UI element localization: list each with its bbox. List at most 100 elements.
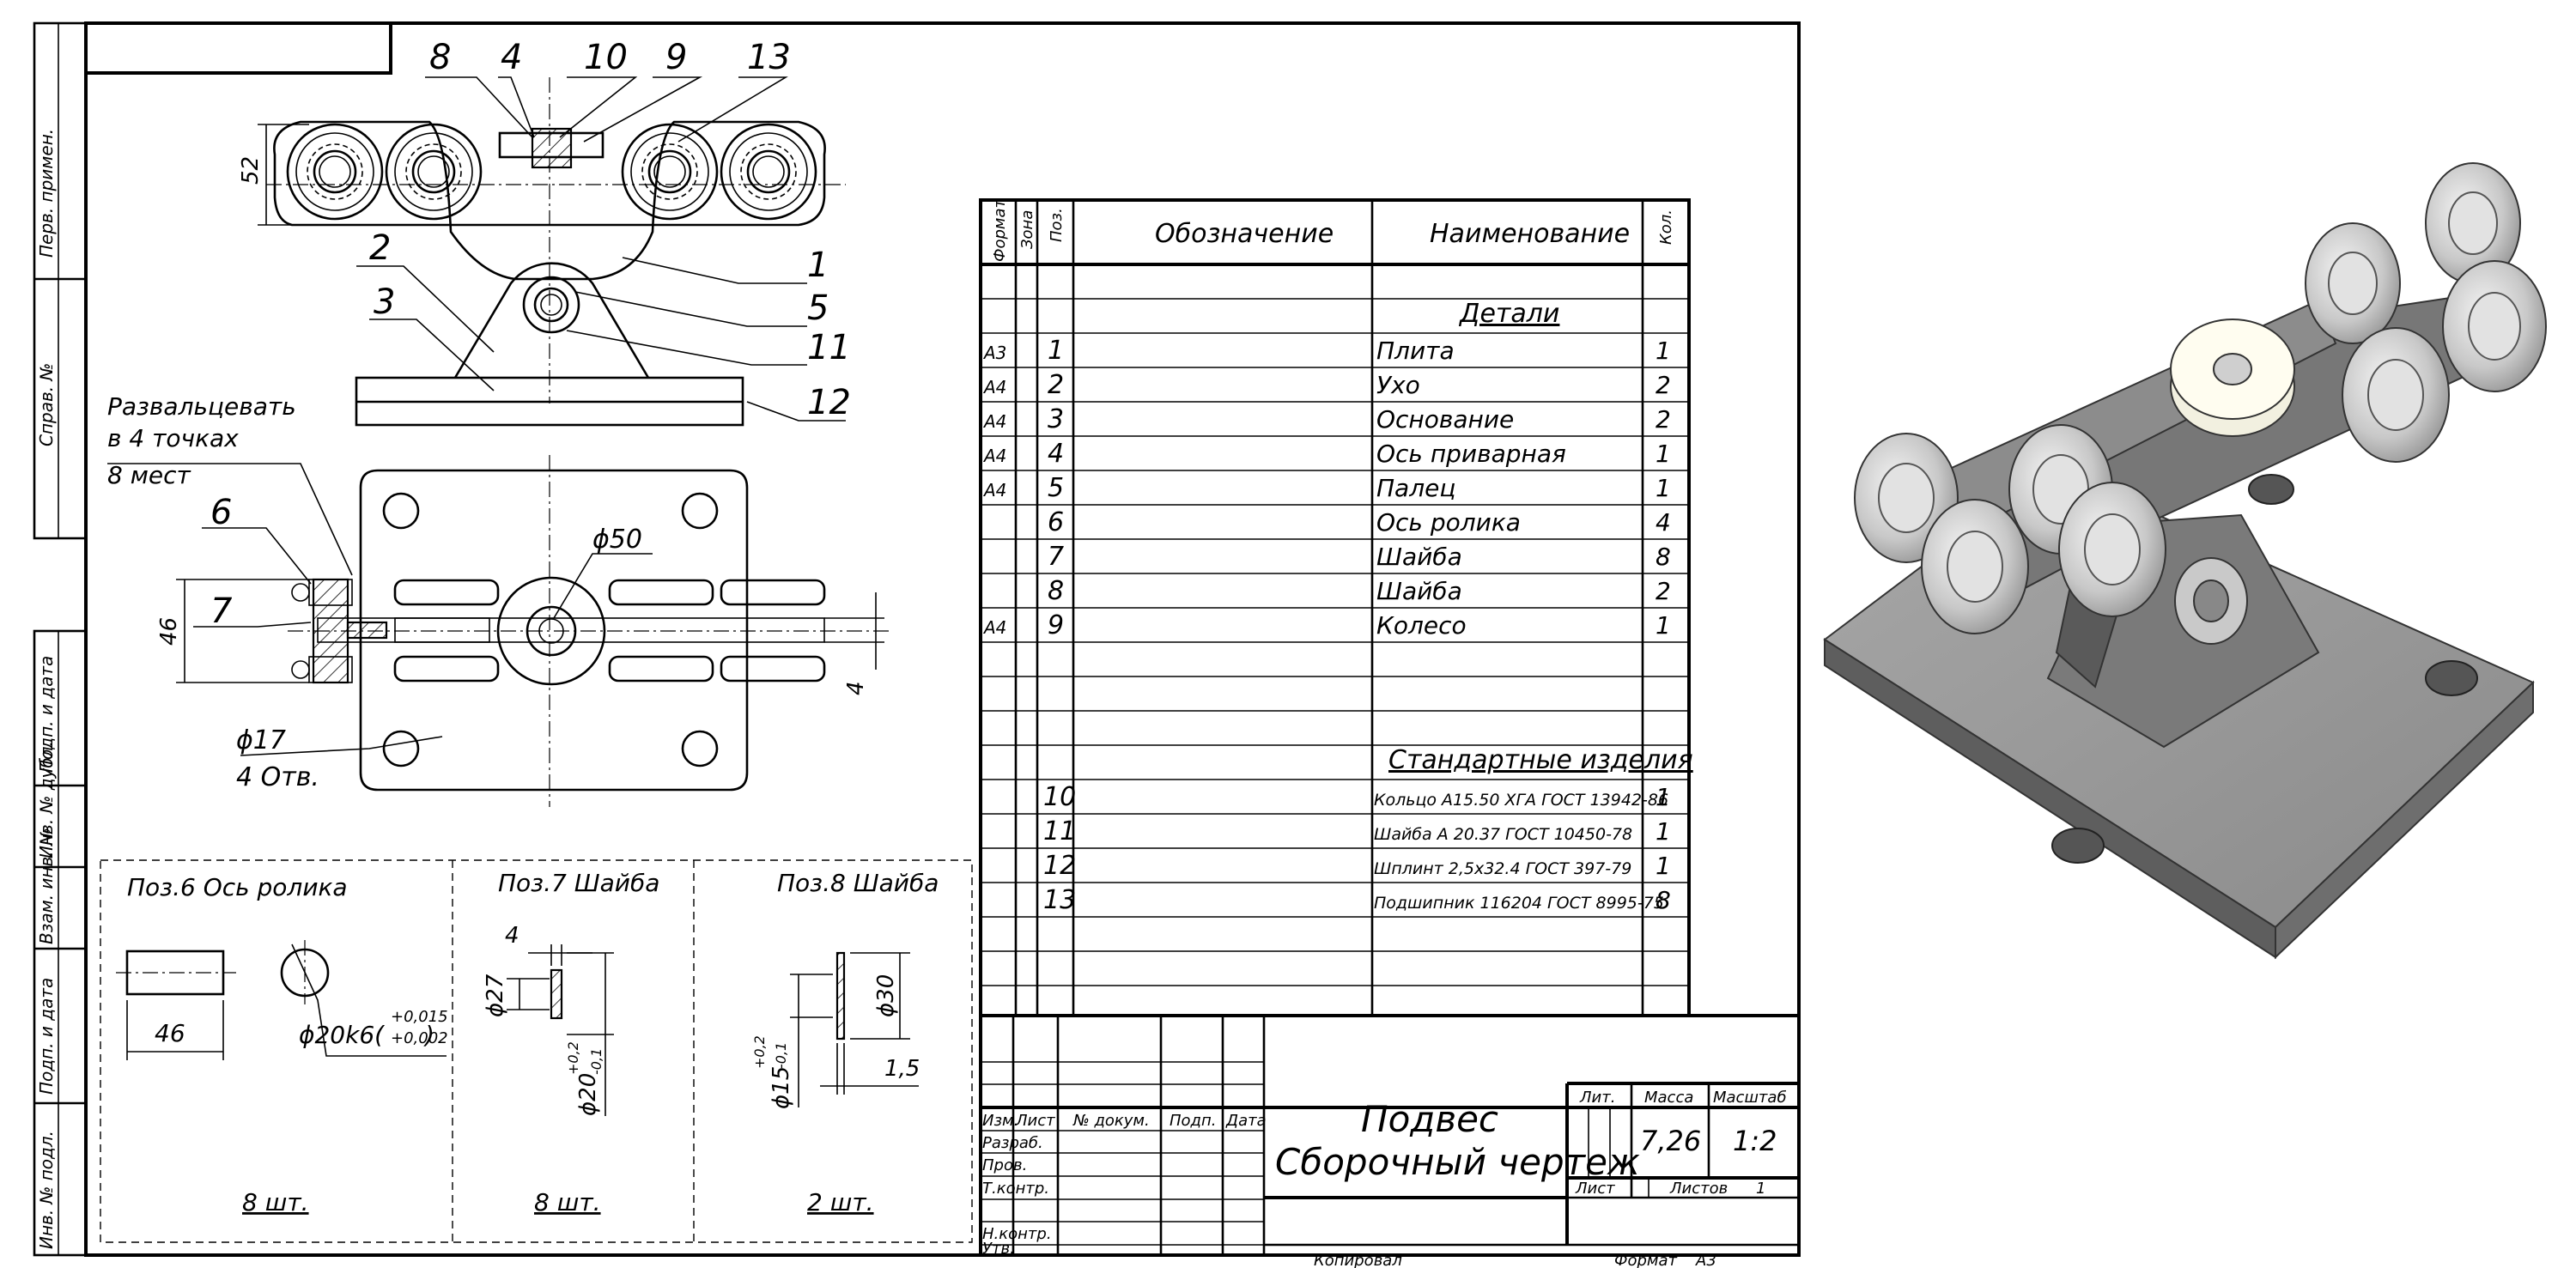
callout-2: 2 [369,228,391,268]
spec-std-row-qty: 1 [1656,852,1671,880]
spec-std-row-qty: 1 [1656,783,1671,811]
detail-7-qty: 8 шт. [534,1188,601,1216]
spec-std-row-name: Шплинт 2,5х32.4 ГОСТ 397-79 [1374,859,1631,878]
dim-46: 46 [156,617,182,646]
spec-row-format: А4 [982,446,1006,466]
title-block: Изм. Лист № докум. Подп. Дата Разраб. Пр… [979,1014,1801,1268]
front-view: 52 [238,76,846,427]
spec-section-parts: Детали [1458,299,1559,329]
callout-13: 13 [747,38,791,77]
callout-11: 11 [807,328,851,367]
detail-8-dim-outer: ϕ30 [873,974,899,1017]
detail-8-title: Поз.8 Шайба [777,869,939,897]
tb-format-value: А3 [1695,1252,1716,1268]
detail-7-dim-outer: ϕ20 [575,1073,601,1116]
spec-std-row-name: Шайба А 20.37 ГОСТ 10450-78 [1374,825,1632,844]
detail-6-dim-diameter: ϕ20k6( [299,1021,385,1049]
tb-lit: Лит. [1579,1089,1615,1107]
assembly-drawing-sheet: Перв. примен. Справ. № Подп. и дата Инв.… [33,21,1801,1268]
spec-head-qty: Кол. [1657,209,1675,245]
spec-row-qty: 8 [1656,543,1671,571]
spec-row-pos: 7 [1048,542,1064,572]
detail-panels: Поз.6 Ось ролика 46 ϕ20k6( +0,015 +0,002… [100,859,973,1243]
spec-head-format: Формат [991,198,1009,262]
spec-row-name: Шайба [1376,577,1462,605]
tb-format-label: Формат [1614,1252,1678,1268]
spec-std-row-name: Подшипник 116204 ГОСТ 8995-75 [1374,894,1664,913]
specification-table: Формат Зона Поз. Обозначение Наименовани… [979,198,1693,1017]
tb-role-tech-control: Т.контр. [982,1180,1049,1198]
margin-label-orig-inv: Инв. № подл. [36,1131,57,1249]
tb-col-list: Лист [1015,1112,1055,1130]
detail-6-tol-close: ) [423,1021,434,1049]
spec-head-designation: Обозначение [1155,219,1334,249]
spec-row-qty: 4 [1656,508,1671,537]
detail-6-tol-upper: +0,015 [391,1008,448,1026]
tb-title-line1: Подвес [1361,1098,1498,1140]
spec-section-standard: Стандартные изделия [1388,745,1693,775]
bearing-3 [621,123,719,221]
margin-label-sign-date-2: Подп. и дата [36,978,57,1095]
margin-label-sign-date-1: Подп. и дата [36,656,57,773]
spec-row-format: А3 [982,343,1006,363]
note-riveting-3: 8 мест [107,461,191,489]
spec-std-row-pos: 11 [1043,816,1076,846]
tb-col-sign: Подп. [1170,1112,1216,1130]
callout-4: 4 [501,38,522,77]
spec-row-format: А4 [982,480,1006,501]
tb-col-date: Дата [1225,1112,1267,1130]
spec-row-qty: 1 [1656,440,1671,468]
spec-row-format: А4 [982,617,1006,638]
callout-7: 7 [210,592,233,631]
spec-row-qty: 2 [1656,405,1671,434]
spec-row-qty: 2 [1656,577,1671,605]
spec-row-name: Ось ролика [1376,508,1521,537]
spec-row-pos: 1 [1048,336,1064,366]
holes-qty-note: 4 Отв. [236,762,319,792]
spec-row-qty: 1 [1656,611,1671,640]
spec-head-zone: Зона [1018,210,1036,249]
callout-9: 9 [665,38,687,77]
spec-std-row-pos: 10 [1043,782,1076,812]
bearing-1 [286,123,384,221]
isometric-3d-render [1823,162,2547,960]
tb-sheets: Листов [1669,1180,1728,1198]
callout-10: 10 [584,38,628,77]
callout-8: 8 [429,38,451,77]
spec-row-name: Основание [1376,405,1514,434]
tb-sheets-value: 1 [1756,1180,1765,1198]
top-view: 46 4 ϕ50 ϕ17 4 Отв. Развальцевать в 4 то… [107,392,893,807]
bearing-2 [385,123,483,221]
margin-label-first-use: Перв. примен. [36,129,57,258]
spec-row-qty: 1 [1656,474,1671,502]
callout-12: 12 [807,383,851,422]
margin-label-dup-inv: Инв. № дубл. [36,741,57,858]
callout-3: 3 [374,282,395,322]
spec-row-pos: 2 [1048,370,1064,400]
margin-label-replace-inv: Взам. инв. № [36,828,57,944]
detail-7-dim-thickness: 4 [505,923,519,949]
central-wheel-3d [2170,319,2295,437]
drawing-frame [33,21,1801,1257]
detail-6-title: Поз.6 Ось ролика [127,873,348,901]
callout-5: 5 [807,288,829,328]
spec-std-row-pos: 12 [1043,851,1076,881]
spec-row-pos: 8 [1048,576,1064,606]
detail-6-dim-length: 46 [155,1019,185,1047]
detail-7-title: Поз.7 Шайба [498,869,659,897]
tb-title-line2: Сборочный чертеж [1275,1141,1640,1183]
tb-role-developer: Разраб. [982,1134,1043,1152]
note-riveting-1: Развальцевать [107,392,296,421]
note-riveting-2: в 4 точках [107,424,239,452]
spec-row-name: Ось приварная [1376,440,1566,468]
detail-7-tol-lower: -0,1 [588,1048,605,1075]
detail-8-dim-thickness: 1,5 [884,1056,920,1082]
tb-scale-value: 1:2 [1733,1125,1777,1157]
tb-col-izm: Изм. [982,1112,1018,1130]
callout-6: 6 [210,493,232,532]
side-margin-labels: Перв. примен. Справ. № Подп. и дата Инв.… [36,129,57,1249]
spec-row-name: Плита [1376,337,1455,365]
spec-row-pos: 3 [1048,404,1064,434]
tb-sheet: Лист [1575,1180,1615,1198]
spec-row-name: Шайба [1376,543,1462,571]
